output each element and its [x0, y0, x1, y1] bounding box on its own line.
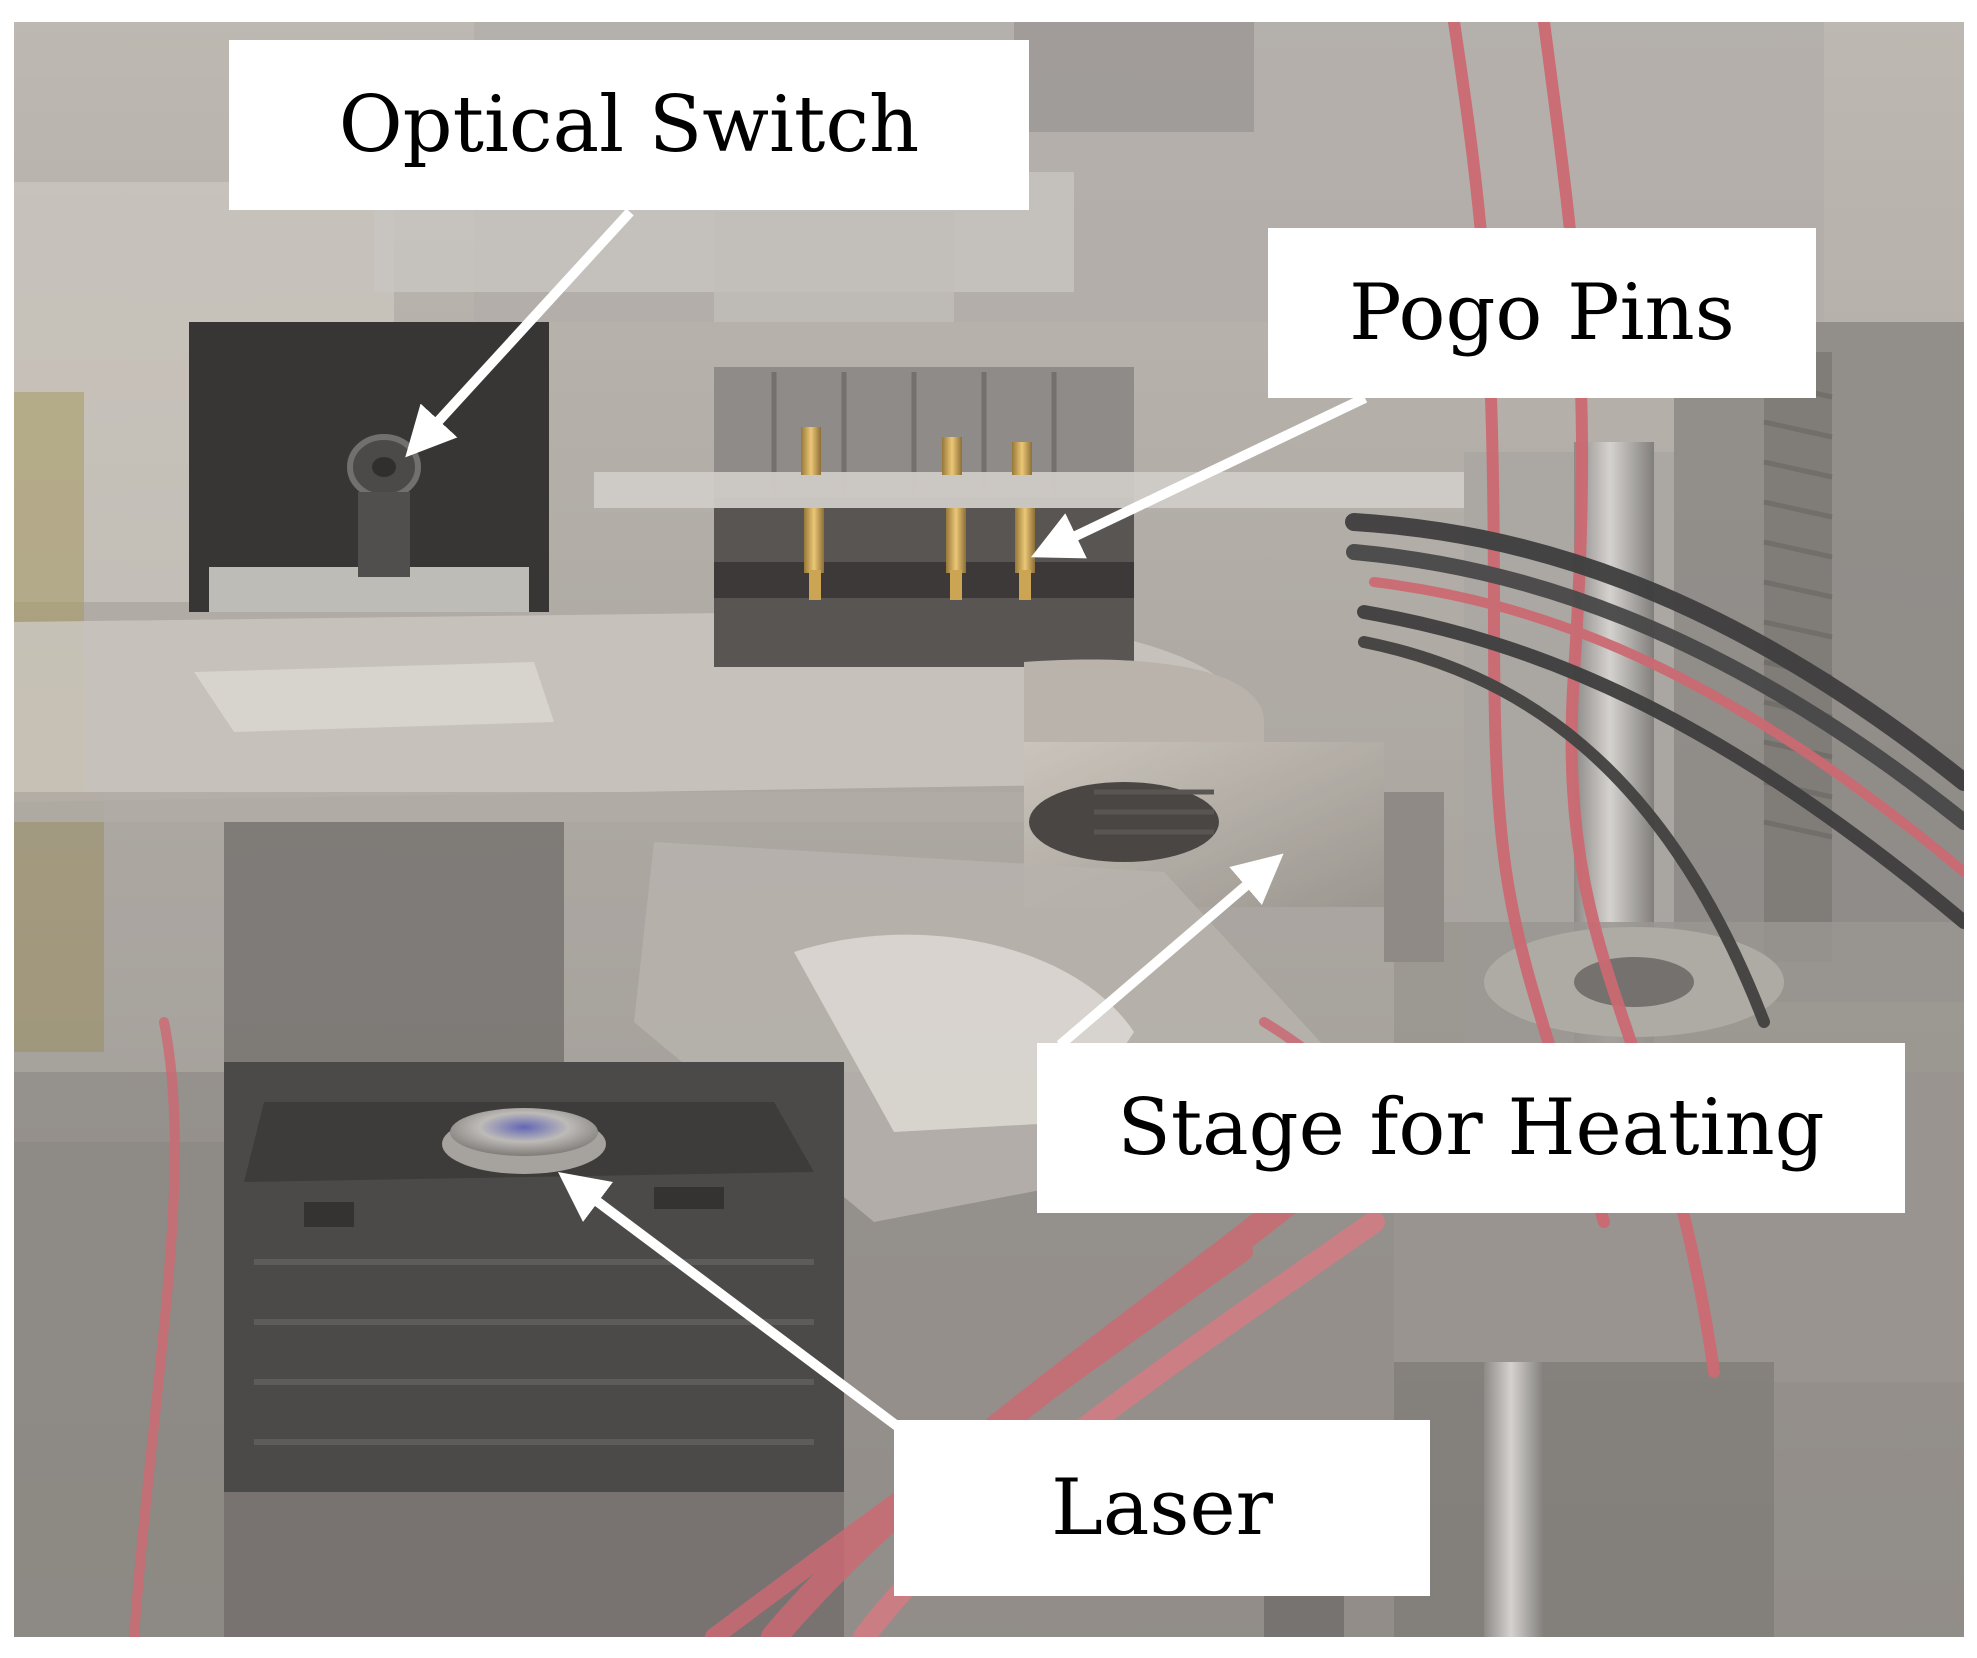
label-optical-switch: Optical Switch: [229, 40, 1029, 210]
label-pogo-pins: Pogo Pins: [1268, 228, 1816, 398]
label-stage-for-heating: Stage for Heating: [1037, 1043, 1905, 1213]
pogo-pins: [801, 427, 1035, 600]
label-laser: Laser: [894, 1420, 1430, 1596]
